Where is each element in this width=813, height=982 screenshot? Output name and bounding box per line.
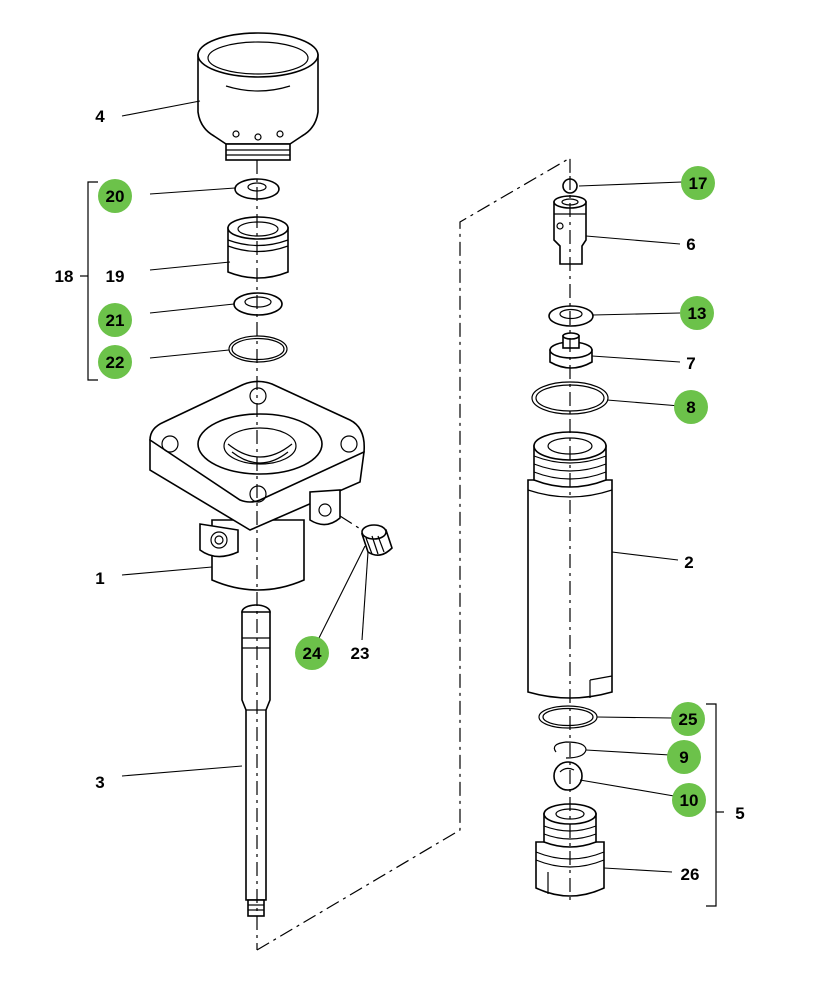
label-part-26: 26 <box>681 865 700 884</box>
part-23-plug <box>360 524 393 556</box>
badge-part-24: 24 <box>295 636 329 670</box>
part-25-o-ring <box>538 705 598 729</box>
part-7-nut <box>549 332 593 369</box>
badge-part-10: 10 <box>672 783 706 817</box>
badge-part-8-text: 8 <box>686 398 695 417</box>
badge-part-9-text: 9 <box>679 748 688 767</box>
badge-part-13-text: 13 <box>688 304 707 323</box>
assembly-link-line <box>256 156 571 951</box>
label-part-6: 6 <box>686 235 695 254</box>
bracket-18 <box>87 181 98 381</box>
badge-part-10-text: 10 <box>680 791 699 810</box>
badge-part-25-text: 25 <box>679 710 698 729</box>
badge-part-24-text: 24 <box>303 644 322 663</box>
label-part-2: 2 <box>684 553 693 572</box>
label-part-5: 5 <box>735 804 744 823</box>
label-part-18: 18 <box>55 267 74 286</box>
part-22-o-ring <box>228 335 288 363</box>
label-part-23: 23 <box>351 644 370 663</box>
part-19-sleeve <box>227 216 289 279</box>
leader-lines <box>121 100 683 873</box>
label-part-3: 3 <box>95 773 104 792</box>
badge-part-22-text: 22 <box>106 353 125 372</box>
part-10-ball <box>553 761 583 791</box>
badge-part-22: 22 <box>98 345 132 379</box>
part-9-retaining-ring <box>553 741 587 759</box>
label-part-4: 4 <box>95 107 105 126</box>
part-4-cap <box>197 32 319 161</box>
badge-part-17-text: 17 <box>689 174 708 193</box>
part-13-seal <box>548 305 594 327</box>
bracket-5 <box>706 703 717 907</box>
badge-part-13: 13 <box>680 296 714 330</box>
badge-part-20: 20 <box>98 179 132 213</box>
badge-part-21: 21 <box>98 303 132 337</box>
badge-part-21-text: 21 <box>106 311 125 330</box>
label-part-7: 7 <box>686 354 695 373</box>
badge-part-25: 25 <box>671 702 705 736</box>
part-21-seal <box>233 292 283 316</box>
label-part-1: 1 <box>95 569 104 588</box>
part-3-piston-rod <box>241 604 271 917</box>
label-part-19: 19 <box>106 267 125 286</box>
badge-part-9: 9 <box>667 740 701 774</box>
badge-part-8: 8 <box>674 390 708 424</box>
badge-part-17: 17 <box>681 166 715 200</box>
badge-part-20-text: 20 <box>106 187 125 206</box>
